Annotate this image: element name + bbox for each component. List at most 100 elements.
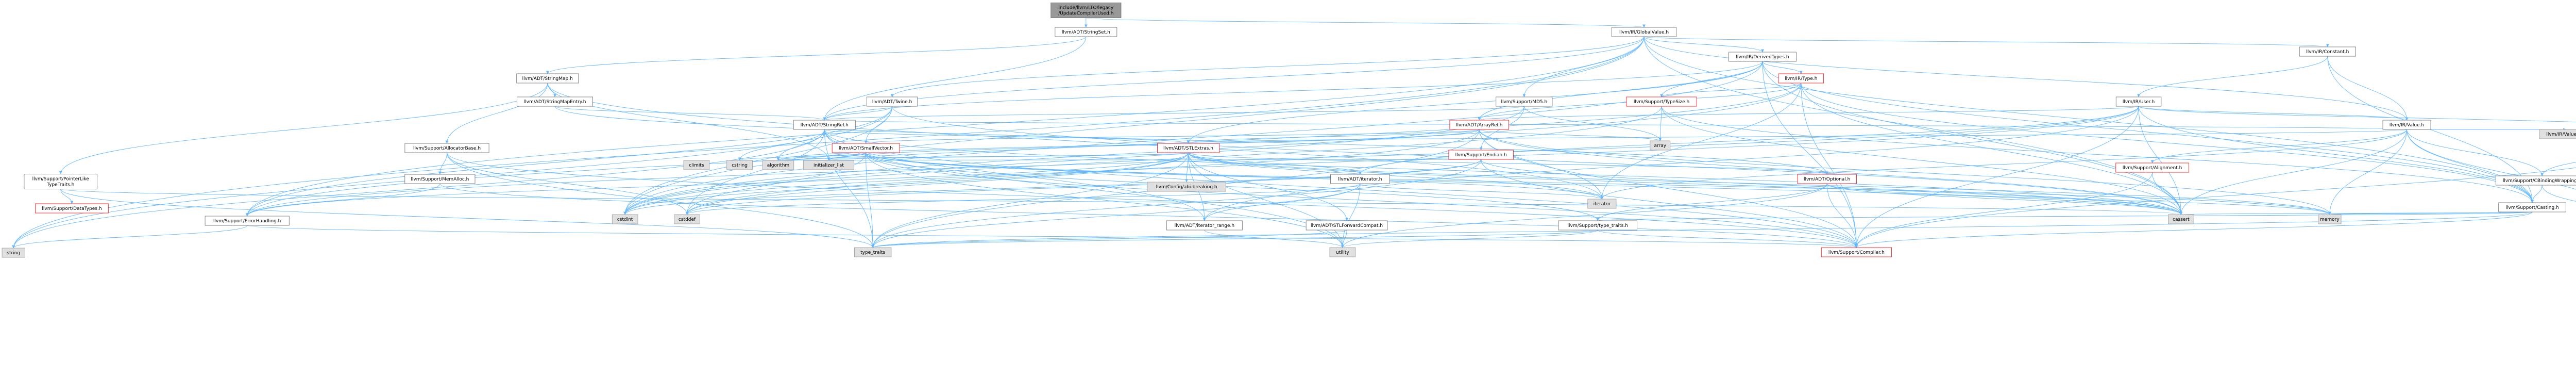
graph-node-ir-valuedef: llvm/IR/Value.def (2539, 129, 2576, 139)
graph-node-ir-globalvalue[interactable]: llvm/IR/GlobalValue.h (1611, 27, 1677, 37)
node-box (1147, 182, 1226, 192)
graph-node-adt-stringmapentry[interactable]: llvm/ADT/StringMapEntry.h (517, 96, 593, 107)
dependency-edge (554, 106, 1827, 174)
node-label: memory (2320, 217, 2340, 222)
dependency-edge (687, 152, 867, 215)
graph-node-adt-iterator-range[interactable]: llvm/ADT/iterator_range.h (1166, 220, 1243, 231)
node-box (1650, 140, 1671, 151)
dependency-edge (1360, 106, 2139, 174)
graph-node-adt-twine[interactable]: llvm/ADT/Twine.h (866, 96, 918, 107)
dependency-edge (1189, 129, 2408, 143)
dependency-edge (13, 129, 825, 248)
graph-node-ir-user[interactable]: llvm/IR/User.h (2115, 96, 2162, 107)
graph-node-support-datatypes[interactable]: llvm/Support/DataTypes.h (35, 203, 109, 214)
dependency-edge (1660, 106, 1662, 141)
node-box (1448, 150, 1514, 160)
node-label: llvm/Support/MemAlloc.h (411, 177, 469, 182)
graph-node-support-allocatorbase[interactable]: llvm/Support/AllocatorBase.h (404, 143, 489, 153)
dependency-edge (1188, 152, 1827, 174)
dependency-edge (547, 83, 1602, 199)
graph-node-adt-stringref[interactable]: llvm/ADT/StringRef.h (793, 120, 856, 130)
graph-node-support-alignment[interactable]: llvm/Support/Alignment.h (2115, 162, 2189, 173)
graph-node-memory: memory (2318, 214, 2342, 224)
dependency-edge (13, 36, 1645, 248)
dependency-edge (873, 211, 2533, 248)
node-label: include/llvm/LTO/legacy/UpdateCompilerUs… (1058, 6, 1114, 17)
node-label: llvm/Support/Compiler.h (1828, 250, 1885, 255)
graph-node-cstddef: cstddef (674, 214, 700, 224)
node-label: algorithm (767, 163, 789, 168)
dependency-edge (1598, 183, 1827, 221)
graph-node-support-type-traits[interactable]: llvm/Support/type_traits.h (1558, 220, 1637, 231)
dependency-edge (824, 36, 1087, 120)
dependency-edge (1523, 106, 1660, 141)
dependency-edge (1801, 83, 2532, 203)
node-label: llvm/IR/DerivedTypes.h (1736, 55, 1789, 60)
node-label: array (1654, 143, 1667, 149)
dependency-edge (866, 129, 1480, 143)
node-box (793, 120, 856, 130)
dependency-edge (824, 61, 1763, 120)
graph-node-support-memalloc[interactable]: llvm/Support/MemAlloc.h (404, 174, 476, 184)
node-box (1558, 220, 1637, 231)
graph-node-support-md5[interactable]: llvm/Support/MD5.h (1496, 96, 1553, 107)
dependency-edge (1643, 36, 1762, 52)
graph-node-adt-smallvector[interactable]: llvm/ADT/SmallVector.h (832, 143, 900, 153)
graph-node-support-typesize[interactable]: llvm/Support/TypeSize.h (1626, 96, 1697, 107)
graph-node-ir-constant[interactable]: llvm/IR/Constant.h (2299, 46, 2356, 57)
dependency-edge (1602, 83, 1802, 199)
dependency-edge (1188, 152, 2181, 215)
node-box (1778, 73, 1824, 84)
graph-node-ir-derivedtypes[interactable]: llvm/IR/DerivedTypes.h (1728, 52, 1797, 62)
node-box (516, 73, 579, 84)
node-box (2, 248, 25, 258)
node-box (517, 96, 593, 107)
graph-node-support-endian[interactable]: llvm/Support/Endian.h (1448, 150, 1514, 160)
node-box (832, 143, 900, 153)
graph-node-support-casting[interactable]: llvm/Support/Casting.h (2498, 202, 2566, 212)
node-label: llvm/ADT/SmallVector.h (839, 146, 893, 151)
node-box (404, 174, 476, 184)
graph-node-ir-value[interactable]: llvm/IR/Value.h (2382, 120, 2431, 130)
dependency-edge (1598, 211, 2533, 221)
dependency-edge (2327, 56, 2407, 120)
node-box (2115, 162, 2189, 173)
node-box (1449, 120, 1509, 130)
dependency-edge (548, 36, 1087, 74)
graph-node-root[interactable]: include/llvm/LTO/legacy/UpdateCompilerUs… (1050, 3, 1122, 18)
dependency-edge (2541, 185, 2576, 202)
dependency-edge (1762, 61, 1856, 248)
graph-node-adt-stringmap[interactable]: llvm/ADT/StringMap.h (516, 73, 579, 84)
graph-node-support-cbindingwrapping[interactable]: llvm/Support/CBindingWrapping.h (2496, 175, 2576, 186)
graph-node-string: string (2, 248, 25, 258)
dependency-edge (1086, 18, 1644, 28)
graph-node-adt-iterator[interactable]: llvm/ADT/iterator.h (1330, 174, 1390, 184)
graph-node-ir-type[interactable]: llvm/IR/Type.h (1778, 73, 1824, 84)
node-label: llvm/ADT/STLForwardCompat.h (1311, 223, 1383, 228)
dependency-edge (2181, 212, 2533, 215)
dependency-edge (1662, 83, 1802, 97)
dependency-edge (1856, 211, 2533, 248)
dependency-edge (60, 189, 873, 248)
graph-node-cstring: cstring (726, 160, 753, 170)
node-box (1330, 174, 1390, 184)
dependency-edge (873, 152, 1189, 248)
graph-node-adt-stringset[interactable]: llvm/ADT/StringSet.h (1055, 27, 1117, 37)
dependency-edge (2139, 56, 2328, 97)
dependency-edge (1481, 159, 1857, 248)
dependency-edge (1801, 83, 2181, 215)
dependency-edge (1479, 106, 2139, 120)
node-box (683, 160, 710, 170)
node-label: llvm/Support/ErrorHandling.h (213, 219, 281, 224)
dependency-edge (1479, 129, 1660, 141)
graph-node-adt-arrayref[interactable]: llvm/ADT/ArrayRef.h (1449, 120, 1509, 130)
graph-node-adt-stlforwardcompat[interactable]: llvm/ADT/STLForwardCompat.h (1306, 220, 1388, 231)
dependency-edge (2138, 106, 2576, 123)
graph-node-support-compiler[interactable]: llvm/Support/Compiler.h (1821, 247, 1892, 257)
graph-node-adt-optional[interactable]: llvm/ADT/Optional.h (1797, 174, 1857, 184)
graph-node-support-errorhandling[interactable]: llvm/Support/ErrorHandling.h (205, 216, 290, 226)
node-box (2299, 46, 2356, 57)
dependency-edge (1762, 61, 1801, 74)
graph-node-adt-stlextras[interactable]: llvm/ADT/STLExtras.h (1157, 143, 1219, 153)
